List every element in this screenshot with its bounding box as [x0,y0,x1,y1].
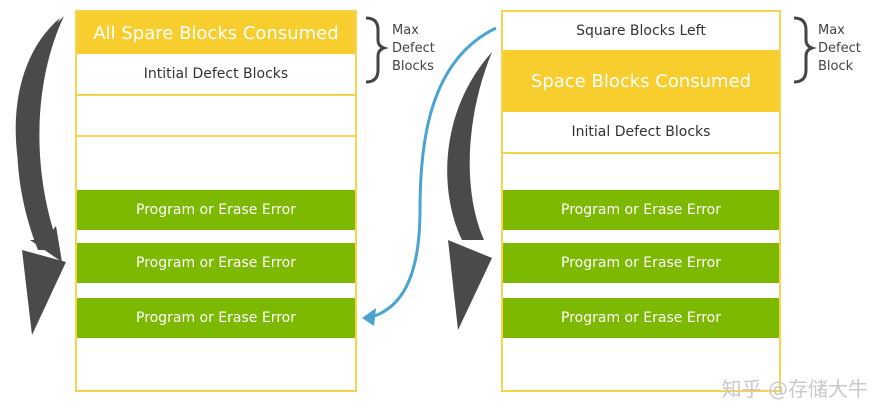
right-initial-defect-block: Initial Defect Blocks [503,112,779,152]
right-arrow-head [448,240,492,330]
right-block-stack: Square Blocks Left Space Blocks Consumed… [501,10,781,392]
left-block-stack: All Spare Blocks Consumed Intitial Defec… [75,10,357,392]
left-brace [365,16,389,84]
right-initial-defect-label: Initial Defect Blocks [571,124,711,140]
left-error-block-1: Program or Erase Error [77,190,355,230]
left-brace-label-line-1: Max [392,23,419,38]
divider [503,152,779,154]
left-brace-label: Max Defect Blocks [392,22,435,76]
right-space-consumed-label: Space Blocks Consumed [530,70,752,92]
right-brace [793,16,817,84]
right-blocks-left-block: Square Blocks Left [503,12,779,50]
right-error-block-1: Program or Erase Error [503,190,779,230]
left-error-label-2: Program or Erase Error [136,255,296,271]
left-spare-consumed-block: All Spare Blocks Consumed [77,12,355,54]
right-blocks-left-label: Square Blocks Left [576,23,706,39]
right-error-block-2: Program or Erase Error [503,243,779,283]
left-spare-consumed-label: All Spare Blocks Consumed [93,22,339,44]
blue-curved-arrow [367,26,497,320]
left-curved-arrow-body [17,16,64,250]
left-initial-defect-label: Intitial Defect Blocks [143,66,289,82]
left-initial-defect-block: Intitial Defect Blocks [77,54,355,94]
right-brace-label-line-2: Defect [818,41,861,56]
right-error-label-2: Program or Erase Error [561,255,721,271]
right-brace-label-line-3: Block [818,59,854,74]
left-brace-label-line-3: Blocks [392,59,434,74]
right-curved-arrow-body [447,52,492,240]
right-error-label-1: Program or Erase Error [561,202,721,218]
left-arrow-head [22,250,66,335]
right-error-block-3: Program or Erase Error [503,298,779,338]
right-brace-label: Max Defect Block [818,22,861,76]
left-error-label-3: Program or Erase Error [136,310,296,326]
left-error-block-2: Program or Erase Error [77,243,355,283]
right-space-consumed-block: Space Blocks Consumed [503,50,779,112]
divider [77,135,355,137]
right-brace-label-line-1: Max [818,23,845,38]
blue-arrow-head [362,308,376,326]
left-error-block-3: Program or Erase Error [77,298,355,338]
left-error-label-1: Program or Erase Error [136,202,296,218]
divider [77,94,355,96]
watermark: 知乎 @存储大牛 [721,377,868,401]
left-brace-label-line-2: Defect [392,41,435,56]
right-error-label-3: Program or Erase Error [561,310,721,326]
